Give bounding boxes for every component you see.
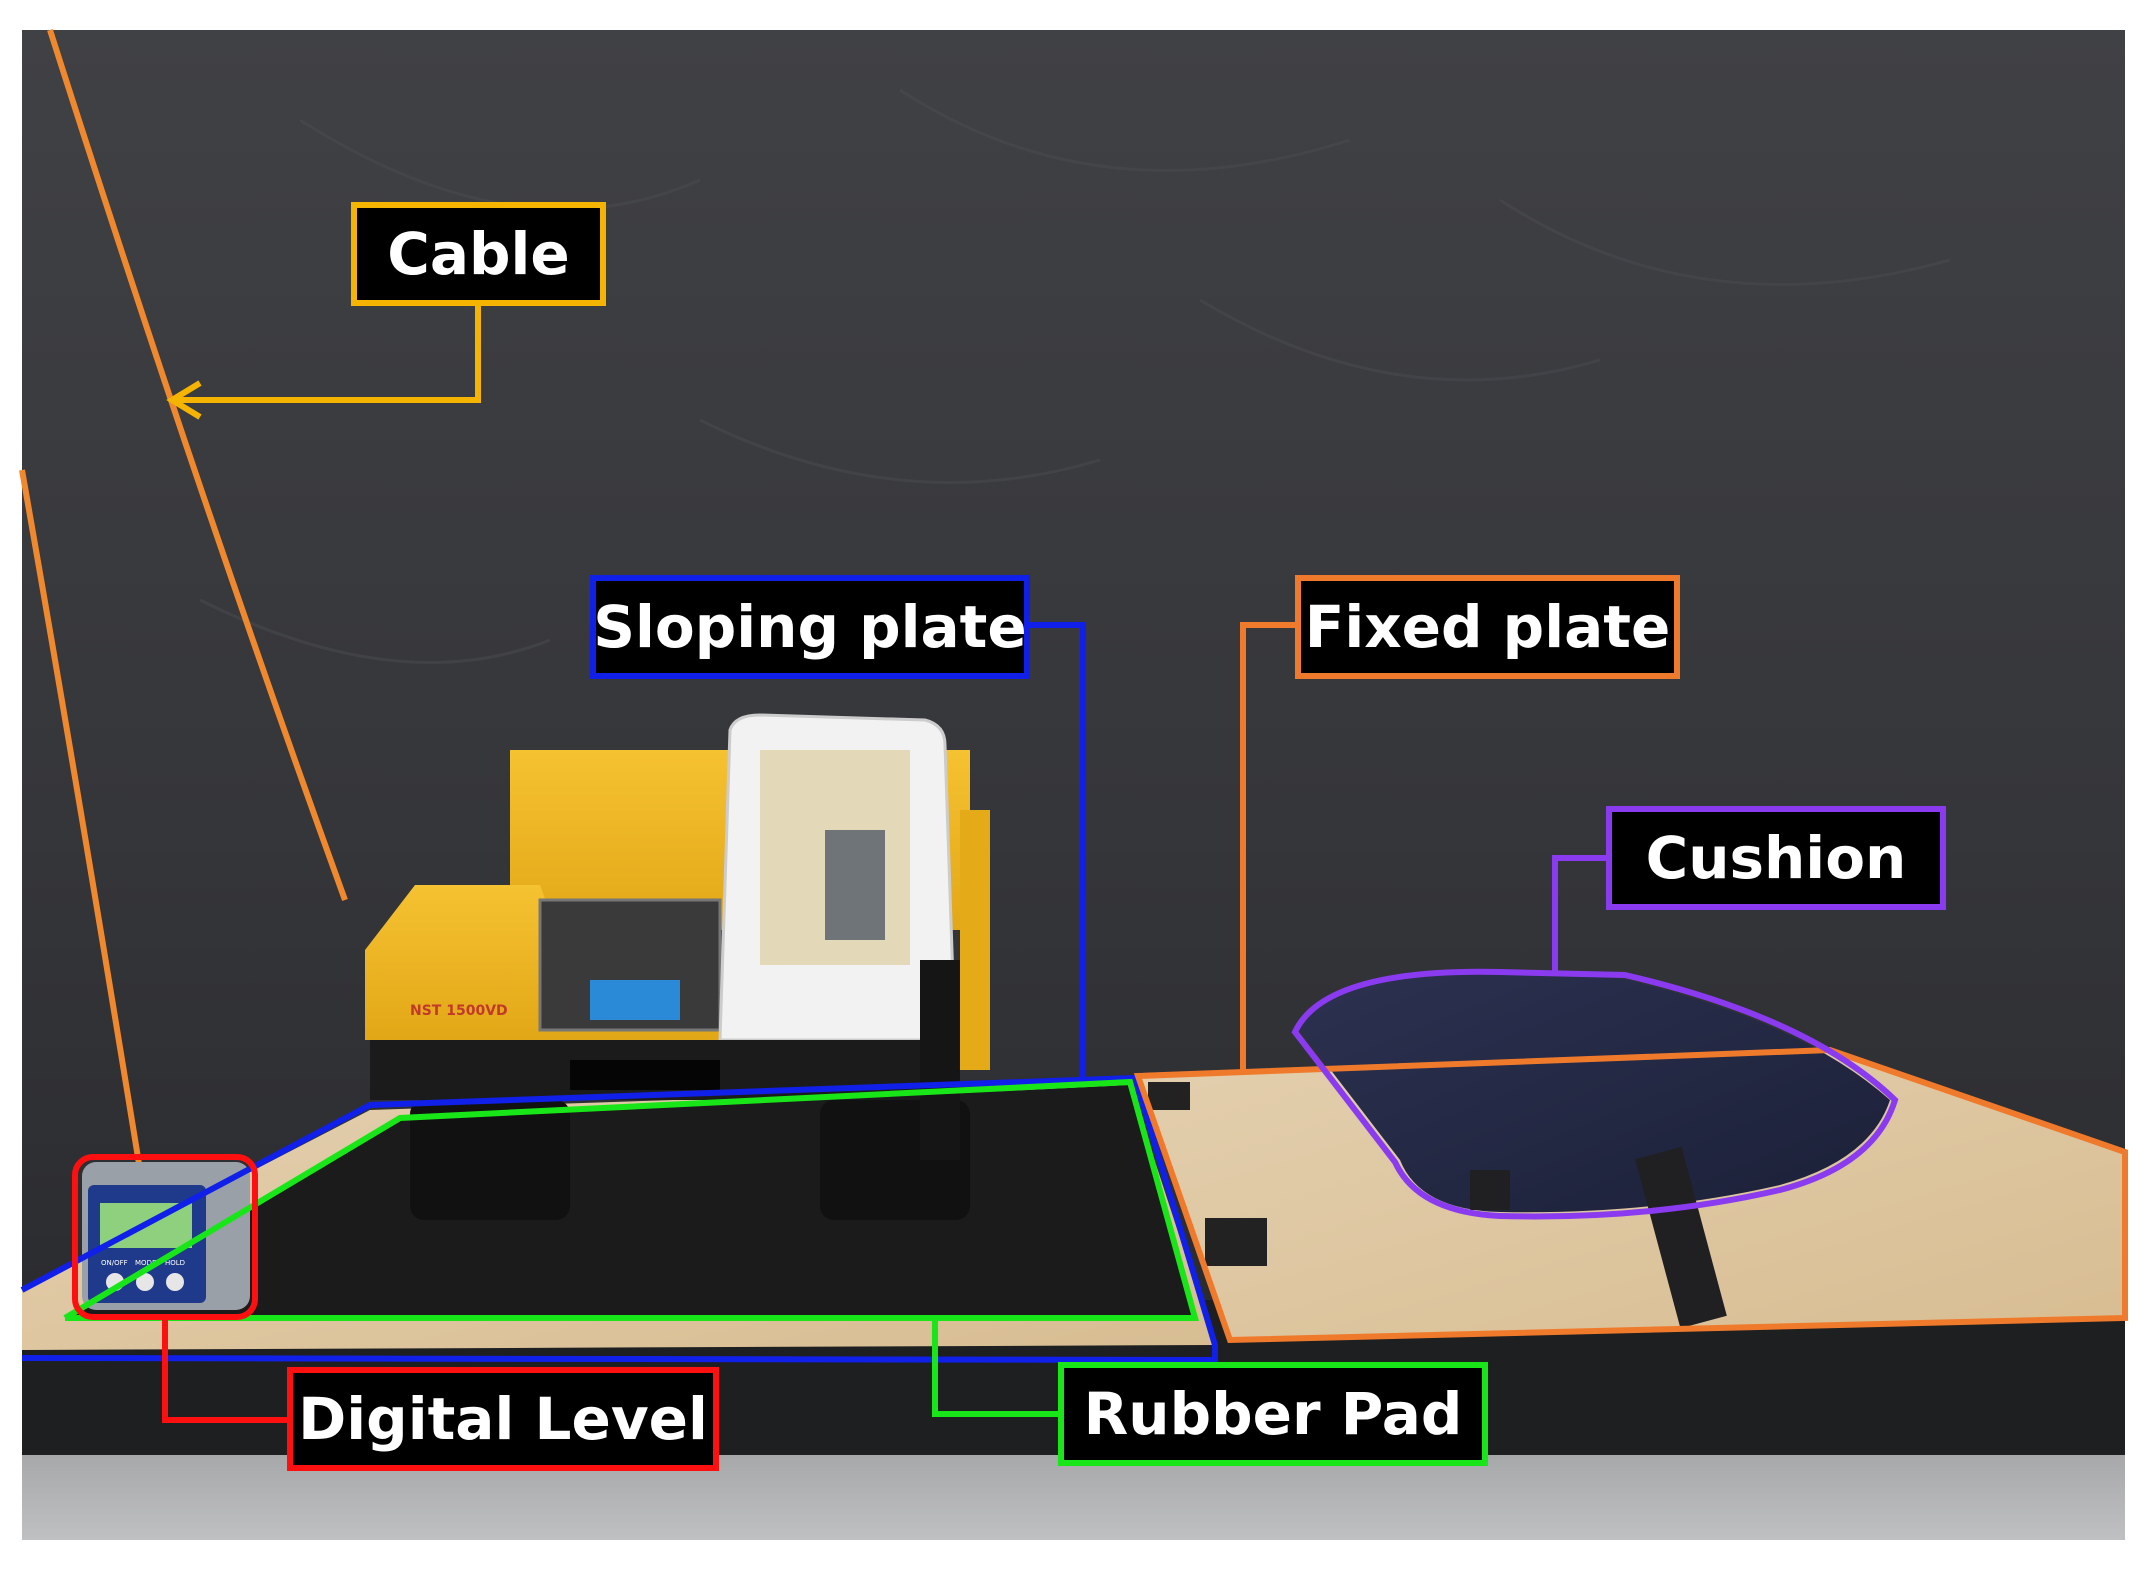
fixed-plate-leader [1240, 622, 1295, 1070]
cushion-leader [1552, 855, 1606, 975]
hinge-2 [1205, 1218, 1267, 1266]
cushion-label: Cushion [1606, 806, 1946, 910]
rope-left [19, 469, 143, 1171]
cable-leader [175, 306, 481, 403]
cushion [1300, 974, 1890, 1213]
cable-rope [47, 29, 348, 902]
cable-label: Cable [351, 202, 606, 306]
vehicle-model-text: NST 1500VD [410, 1003, 508, 1019]
sloping-plate-outline [20, 1074, 1218, 1364]
level-button-hold: HOLD [165, 1259, 185, 1267]
fixed-plate-outline [1133, 1046, 2128, 1344]
digital-level-outline [72, 1154, 258, 1320]
fixed-plate-label: Fixed plate [1295, 575, 1680, 679]
cable-arrow-head [166, 380, 202, 420]
rubber-pad-leader [932, 1318, 1058, 1417]
sloping-plate-label: Sloping plate [590, 575, 1030, 679]
cushion-outline [1291, 968, 1899, 1220]
digital-level-leader [162, 1318, 287, 1423]
sloping-plate-leader [1030, 622, 1086, 1080]
cushion-strap [1635, 1146, 1727, 1329]
level-button-mode: MODE [135, 1259, 156, 1267]
rubber-pad-outline [63, 1078, 1199, 1321]
hinge-1 [1148, 1082, 1190, 1110]
rubber-pad-label: Rubber Pad [1058, 1362, 1488, 1466]
backdrop-wrinkles [199, 88, 1951, 664]
digital-level-label: Digital Level [287, 1367, 719, 1471]
level-button-onoff: ON/OFF [101, 1259, 128, 1267]
cushion-strap-2 [1470, 1170, 1510, 1210]
